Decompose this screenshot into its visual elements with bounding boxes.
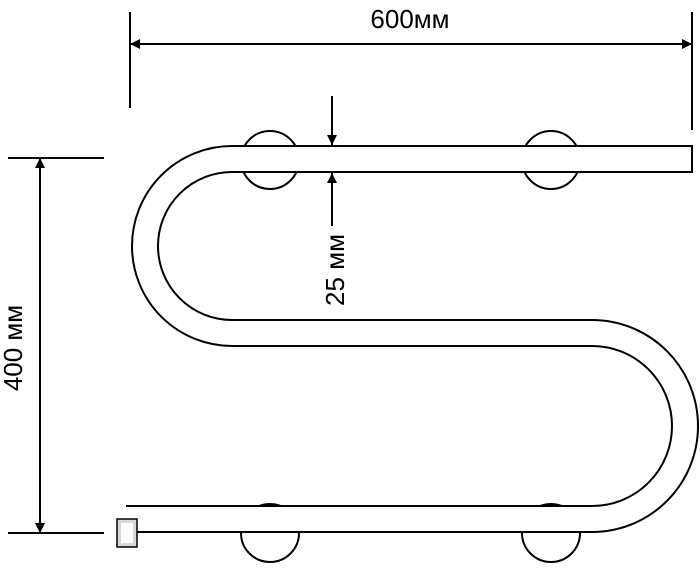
s-shaped-pipe bbox=[116, 145, 699, 548]
height-label: 400 мм bbox=[0, 305, 28, 391]
width-dimension bbox=[129, 12, 693, 130]
width-label: 600мм bbox=[370, 4, 449, 34]
height-dimension bbox=[8, 157, 104, 534]
pipe-end-cap-inner bbox=[121, 523, 133, 543]
pipe-label: 25 мм bbox=[320, 234, 350, 306]
pipe-inner-fill bbox=[126, 147, 697, 531]
